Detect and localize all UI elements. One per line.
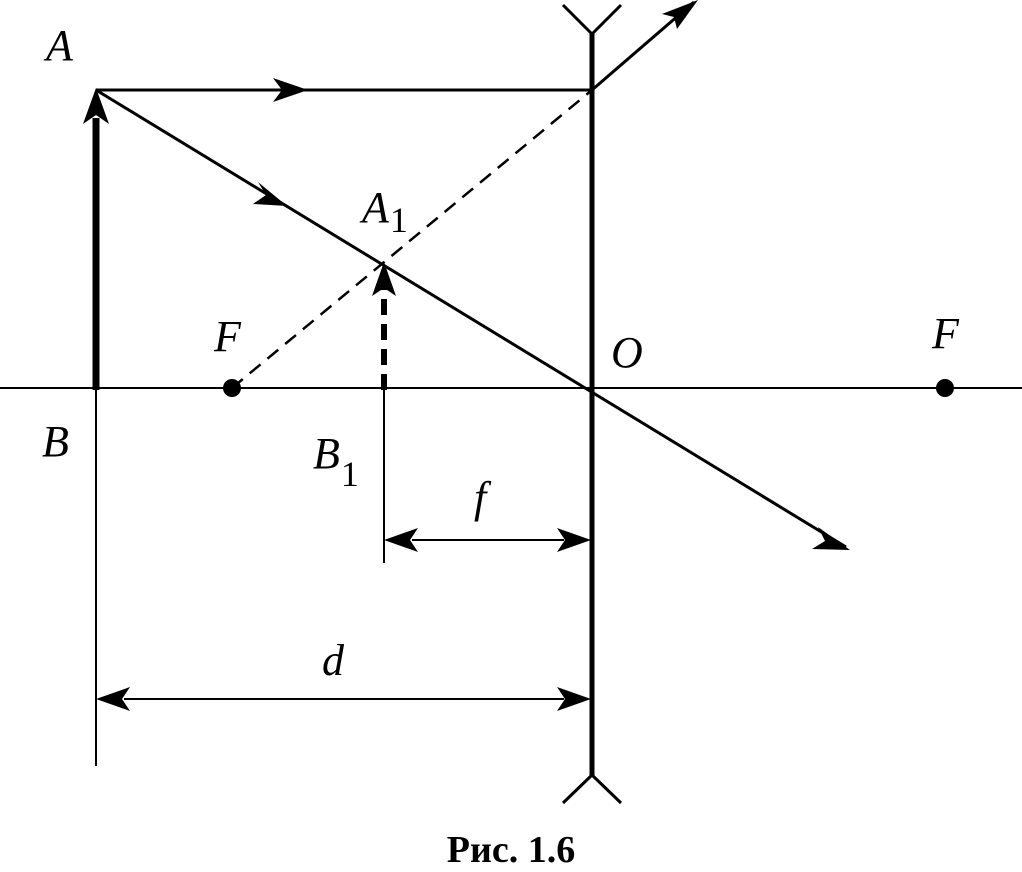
label-f: f [474, 473, 492, 522]
label-a: A [43, 21, 74, 70]
label-focus-right: F [931, 309, 960, 358]
ray-extension-dashed [231, 89, 593, 389]
object-arrow-ab [83, 88, 109, 390]
dimension-d [96, 687, 591, 711]
image-arrow-a1b1 [372, 262, 396, 390]
ray-through-center [95, 88, 850, 550]
figure-caption: Рис. 1.6 [446, 829, 576, 871]
label-b: B [42, 417, 69, 466]
label-b1: B1 [313, 429, 359, 494]
ray-parallel [96, 0, 698, 102]
focus-point-left [223, 379, 241, 397]
focus-point-right [936, 379, 954, 397]
label-focus-left: F [213, 312, 242, 361]
label-a1: A1 [359, 183, 408, 240]
diverging-lens [561, 3, 623, 805]
label-d: d [322, 636, 345, 685]
dimension-f [384, 528, 591, 552]
label-optical-center: O [611, 328, 643, 377]
